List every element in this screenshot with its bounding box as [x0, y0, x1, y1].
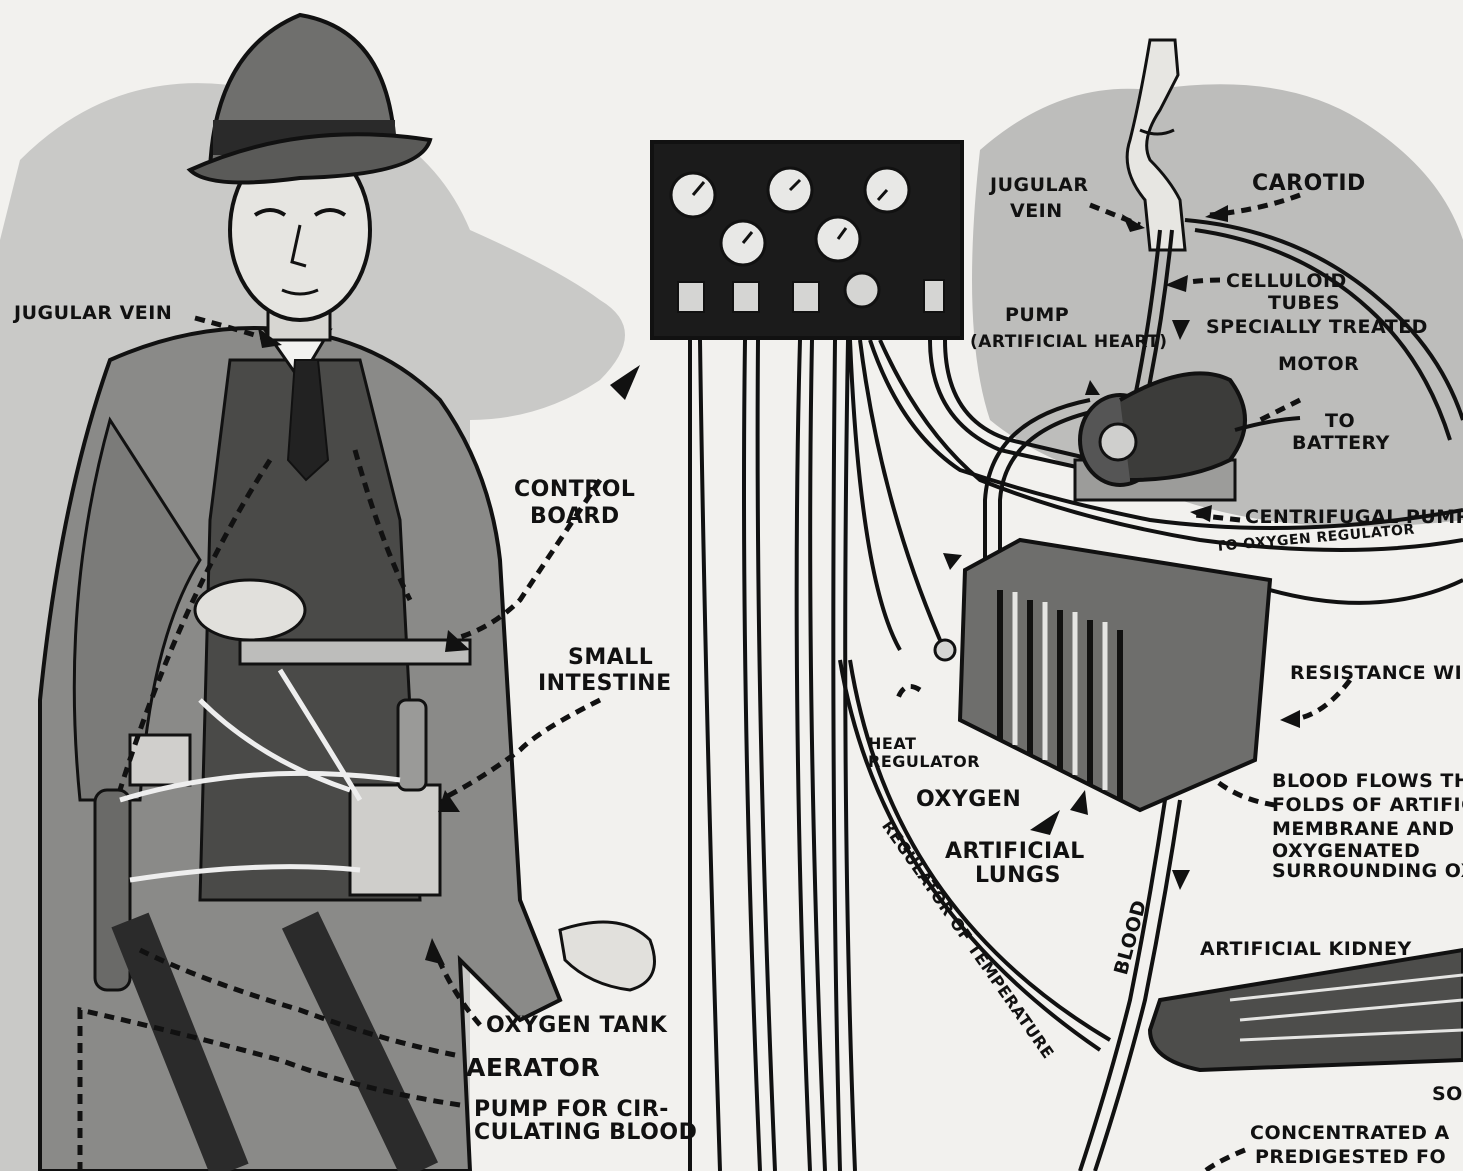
arrow-heads-right — [943, 205, 1300, 890]
label-concentrated-line2: PREDIGESTED FO — [1255, 1146, 1447, 1168]
artificial-lungs-block — [933, 537, 1273, 813]
head-profile — [1125, 38, 1187, 252]
label-battery-line2: BATTERY — [1292, 432, 1390, 454]
man-mouth — [281, 288, 319, 296]
label-blood-flows-line2: FOLDS OF ARTIFIC — [1272, 794, 1463, 816]
label-motor: MOTOR — [1278, 353, 1360, 375]
label-so: SO — [1432, 1083, 1463, 1105]
label-artificial-kidney: ARTIFICIAL KIDNEY — [1200, 938, 1412, 960]
label-blood-flows-line1: BLOOD FLOWS THRO — [1272, 770, 1463, 792]
label-artificial-lungs-line2: LUNGS — [975, 863, 1061, 888]
man-hat-brim — [186, 132, 433, 185]
label-control-board-line2: BOARD — [530, 504, 620, 529]
label-battery-line1: TO — [1325, 410, 1356, 432]
panel-switches — [677, 279, 945, 313]
leader-lines-left — [77, 315, 603, 1171]
gauge-dials — [669, 166, 911, 267]
label-pump-circulating-line2: CULATING BLOOD — [474, 1120, 698, 1145]
label-resistance-wire: RESISTANCE WIR — [1290, 662, 1463, 684]
label-small-intestine-line1: SMALL — [568, 645, 654, 670]
artificial-kidney — [1147, 947, 1463, 1073]
label-control-board-line1: CONTROL — [514, 477, 636, 502]
belt-box-left — [128, 733, 192, 787]
label-pump-circulating-line1: PUMP FOR CIR- — [474, 1097, 669, 1122]
label-blood-flows-line4: OXYGENATED — [1272, 840, 1421, 862]
label-oxygen: OXYGEN — [916, 787, 1022, 812]
oxygen-tank-cylinder — [396, 698, 428, 792]
label-jugular-vein-right-line2: VEIN — [1010, 200, 1063, 222]
belt-control-board — [238, 638, 472, 666]
man-hand — [193, 578, 307, 642]
man-legs — [111, 911, 439, 1171]
heat-regulator-valve — [933, 638, 957, 662]
label-heat-regulator-line2: REGULATOR — [868, 752, 981, 771]
label-pump-heart-line1: PUMP — [1005, 304, 1070, 326]
label-jugular-vein-right-line1: JUGULAR — [990, 174, 1089, 196]
label-jugular-vein-left: JUGULAR VEIN — [14, 302, 173, 324]
control-panel — [650, 140, 964, 340]
label-pump-heart-line2: (ARTIFICIAL HEART) — [970, 332, 1168, 352]
gauge-needles — [691, 178, 889, 244]
label-small-intestine-line2: INTESTINE — [538, 671, 672, 696]
label-artificial-lungs-line1: ARTIFICIAL — [945, 839, 1085, 864]
label-heat-regulator-line1: HEAT — [868, 734, 917, 753]
man-hand-right — [558, 920, 656, 992]
panel-gear-knob — [843, 271, 881, 309]
man-vest — [198, 358, 422, 902]
man-tie — [286, 359, 330, 482]
man-nose — [290, 224, 307, 268]
arrow-heads-left — [258, 328, 640, 965]
man-eyes — [253, 208, 347, 217]
pump-motor — [1073, 371, 1301, 502]
label-blood-flows-line3: MEMBRANE AND — [1272, 818, 1455, 840]
man-arm-left — [72, 416, 202, 802]
label-celluloid-line2: TUBES — [1268, 292, 1341, 314]
small-intestine-box — [348, 783, 442, 897]
control-wires — [688, 339, 1463, 1171]
label-centrifugal-pump: CENTRIFUGAL PUMP — [1245, 506, 1463, 528]
label-celluloid-line3: SPECIALLY TREATED — [1206, 316, 1428, 338]
label-aerator: AERATOR — [466, 1053, 601, 1082]
label-oxygen-tank: OXYGEN TANK — [486, 1013, 668, 1038]
label-celluloid-line1: CELLULOID — [1226, 270, 1347, 292]
label-carotid: CAROTID — [1252, 171, 1366, 196]
celluloid-tubes — [983, 218, 1463, 1171]
belt-tubes — [119, 668, 401, 883]
leader-lines-right — [895, 192, 1352, 1171]
label-concentrated-line1: CONCENTRATED A — [1250, 1122, 1450, 1144]
label-blood-flows-line5: SURROUNDING OX — [1272, 860, 1463, 882]
